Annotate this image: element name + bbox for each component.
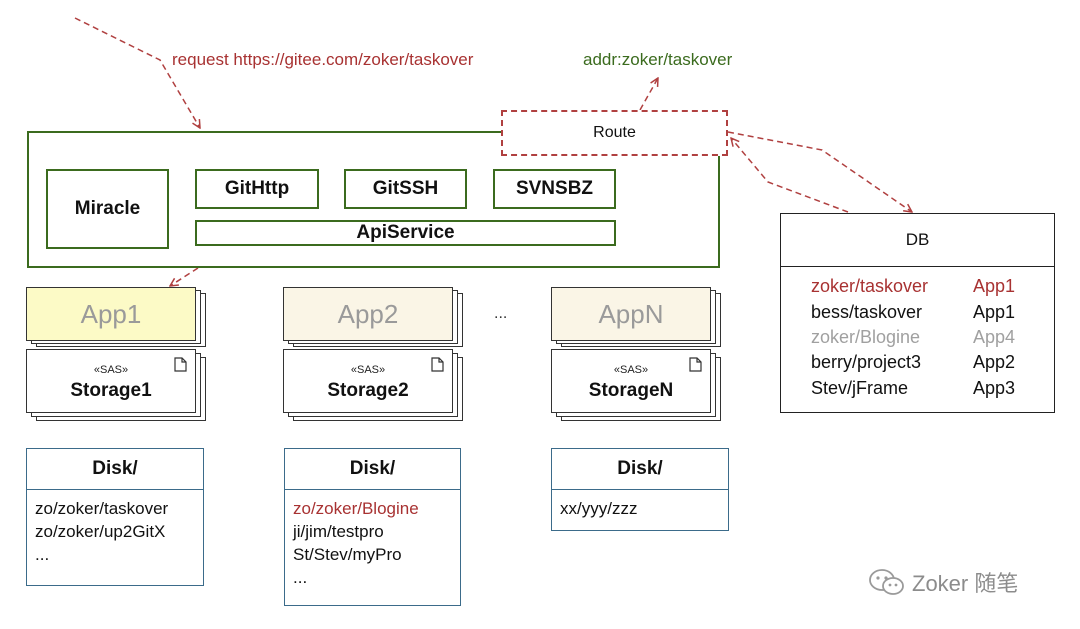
gitssh-box: GitSSH [344,169,467,209]
db-box: DB zoker/taskover App1 bess/taskover App… [780,213,1055,413]
db-title: DB [781,214,1054,267]
storagen-box: «SAS» StorageN [551,349,711,413]
svnsbz-label: SVNSBZ [515,178,594,199]
more-apps-ellipsis: ... [494,305,508,322]
wechat-icon [869,569,904,595]
disk1-title: Disk/ [27,449,203,490]
document-icon [174,357,187,372]
githttp-box: GitHttp [195,169,319,209]
request-arrow [74,17,200,128]
disk2-box: Disk/ zo/zoker/Blogine ji/jim/testpro St… [284,448,461,606]
watermark-text: Zoker 随笔 [912,571,1019,596]
route-box: Route [501,110,728,156]
app2-box: App2 [283,287,453,341]
app1-box: App1 [26,287,196,341]
disk1-item: zo/zoker/up2GitX [35,522,166,541]
disk1-item: ... [35,545,50,564]
db-row-repo: zoker/taskover [811,276,929,296]
appn-label: AppN [598,298,664,329]
storage1-label: Storage1 [70,380,152,401]
storage2-stereotype: «SAS» [350,364,386,376]
githttp-label: GitHttp [224,178,290,199]
disk2-item: ... [293,568,308,587]
miracle-box: Miracle [46,169,169,249]
app2-label: App2 [337,298,399,329]
db-row-repo: zoker/Blogine [811,327,921,347]
route-to-db-arrow [727,131,912,212]
watermark: Zoker 随笔 [868,566,1018,598]
appn-box: AppN [551,287,711,341]
app1-label: App1 [80,298,142,329]
db-row-app: App2 [973,352,1016,372]
route-to-addr-arrow [639,78,658,111]
apiservice-label: ApiService [356,222,455,243]
diskn-box: Disk/ xx/yyy/zzz [551,448,729,531]
miracle-label: Miracle [74,198,141,219]
gitssh-label: GitSSH [372,178,439,199]
storage1-stereotype: «SAS» [93,364,129,376]
disk2-item-highlight: zo/zoker/Blogine [293,499,419,518]
db-row-repo: berry/project3 [811,352,922,372]
db-row-repo: Stev/jFrame [811,378,909,398]
disk1-item: zo/zoker/taskover [35,499,169,518]
disk2-title: Disk/ [285,449,460,490]
storagen-stereotype: «SAS» [613,364,649,376]
diskn-title: Disk/ [552,449,728,490]
document-icon [689,357,702,372]
db-row-repo: bess/taskover [811,302,923,322]
svnsbz-box: SVNSBZ [493,169,616,209]
storage1-box: «SAS» Storage1 [26,349,196,413]
service-to-app1-arrow [170,267,199,286]
diskn-item: xx/yyy/zzz [560,499,638,518]
storagen-label: StorageN [588,380,674,401]
storage2-box: «SAS» Storage2 [283,349,453,413]
disk2-item: ji/jim/testpro [293,522,384,541]
db-row-app: App4 [973,327,1016,347]
document-icon [431,357,444,372]
db-to-route-arrow [731,138,849,213]
db-row-app: App3 [973,378,1016,398]
route-label: Route [593,124,636,141]
storage2-label: Storage2 [327,380,409,401]
db-row-app: App1 [973,302,1016,322]
disk2-item: St/Stev/myPro [293,545,402,564]
disk1-box: Disk/ zo/zoker/taskover zo/zoker/up2GitX… [26,448,204,586]
addr-label: addr:zoker/taskover [583,50,733,69]
request-label: request https://gitee.com/zoker/taskover [172,50,474,69]
db-row-app: App1 [973,276,1016,296]
apiservice-box: ApiService [195,220,616,246]
